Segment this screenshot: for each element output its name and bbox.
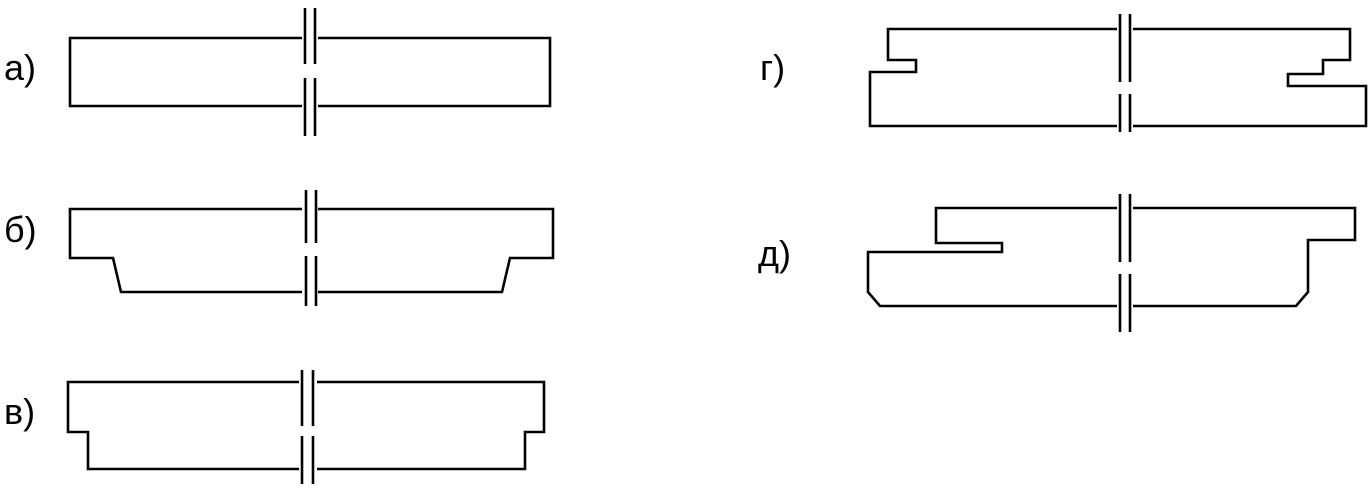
label-g: г) — [760, 47, 785, 88]
label-a: а) — [4, 47, 36, 88]
profile-g-outline — [868, 27, 1368, 128]
label-d: д) — [758, 233, 791, 274]
break-symbol-a — [302, 8, 318, 136]
profile-d: д) — [758, 194, 1357, 332]
profile-v: в) — [4, 370, 546, 484]
profile-v-outline — [66, 380, 546, 471]
break-symbol-d — [1117, 194, 1133, 332]
profile-b-outline — [68, 207, 555, 294]
profile-d-outline — [866, 206, 1357, 308]
label-b: б) — [4, 209, 37, 250]
break-symbol-g — [1117, 14, 1133, 134]
label-v: в) — [4, 391, 35, 432]
break-symbol-b — [302, 190, 318, 306]
profile-b: б) — [4, 190, 555, 306]
break-symbol-v — [299, 370, 317, 484]
profile-g: г) — [760, 14, 1368, 134]
profile-a: а) — [4, 8, 552, 136]
profile-a-outline — [68, 36, 552, 108]
